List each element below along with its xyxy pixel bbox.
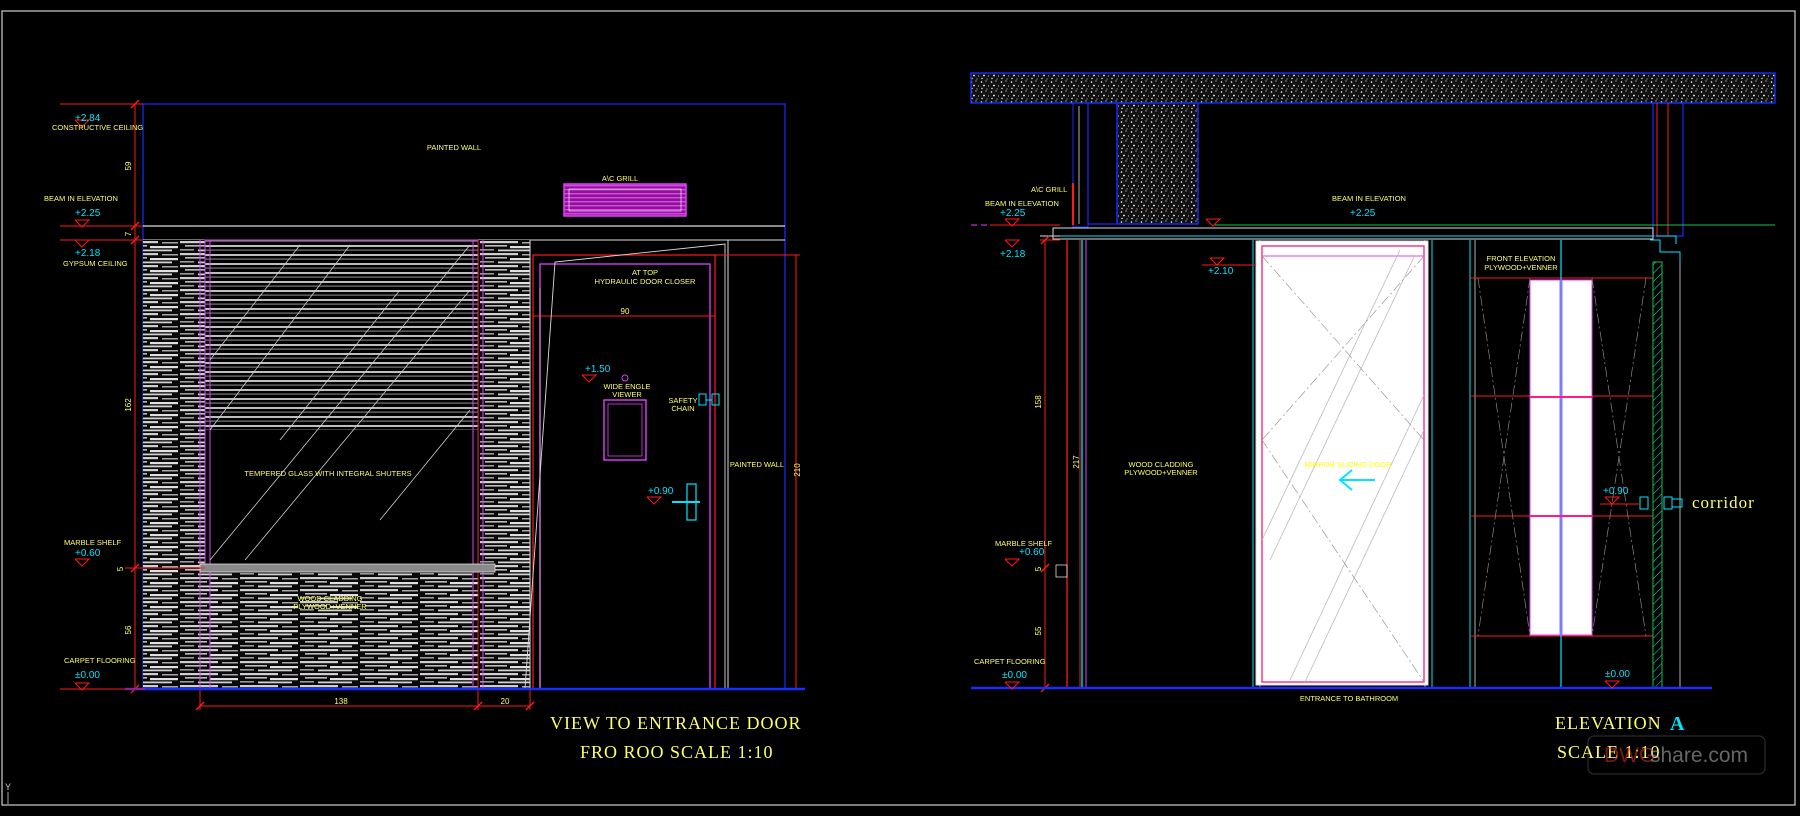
- door-leaf: [539, 263, 711, 690]
- dim-7: 7: [124, 231, 133, 236]
- right-view-title: ELEVATION: [1555, 713, 1662, 733]
- watermark-share: share.com: [1650, 744, 1748, 767]
- safety-chain-label-1: SAFETY: [668, 396, 697, 405]
- ac-grill-label: A\C GRILL: [602, 174, 638, 183]
- wood-cladding-label: WOOD CLADDING: [297, 594, 362, 603]
- safety-chain-label-2: CHAIN: [671, 404, 694, 413]
- gypsum-ceiling: [1052, 227, 1654, 240]
- beam-center-label: BEAM IN ELEVATION: [1332, 194, 1406, 203]
- right-level-gypsum-value: +2.18: [1000, 249, 1026, 260]
- dim-210: 210: [793, 463, 802, 477]
- right-level-carpet-value: ±0.00: [1002, 670, 1027, 681]
- entrance-bathroom-label: ENTRANCE TO BATHROOM: [1300, 694, 1398, 703]
- right-ac-grill-label: A\C GRILL: [1031, 185, 1067, 194]
- viewer-label-2: VIEWER: [612, 390, 642, 399]
- concrete-beam: [1116, 102, 1199, 225]
- dim-138: 138: [334, 697, 348, 706]
- handle-level: +0.90: [648, 486, 674, 497]
- right-wood-cladding-label: WOOD CLADDING: [1128, 460, 1193, 469]
- dim-5: 5: [116, 566, 125, 571]
- dim-20: 20: [501, 697, 510, 706]
- integral-shutters: [205, 240, 478, 430]
- level-beam-label: BEAM IN ELEVATION: [44, 194, 118, 203]
- mirror-sliding-door: [1255, 240, 1429, 686]
- left-view-title: VIEW TO ENTRANCE DOOR: [550, 713, 802, 733]
- wood-cladding-left: [143, 240, 205, 689]
- right-dim-5: 5: [1034, 566, 1043, 571]
- level-beam-value: +2.25: [75, 208, 101, 219]
- right-view-title-letter: A: [1670, 713, 1685, 735]
- hatched-wall: [1652, 261, 1663, 689]
- right-dim-158: 158: [1034, 395, 1043, 409]
- left-view-scale: FRO ROO SCALE 1:10: [580, 742, 774, 762]
- mirror-door-label: MIRROR SLIDING DOOR: [1304, 460, 1392, 469]
- front-elevation-sub-label: PLYWOOD+VENNER: [1484, 263, 1558, 272]
- viewer-level: +1.50: [585, 364, 611, 375]
- right-level-beam-value: +2.25: [1000, 208, 1026, 219]
- ac-grill: [563, 183, 687, 217]
- right-handle-level: +0.90: [1603, 486, 1629, 497]
- level-marble-label: MARBLE SHELF: [64, 538, 122, 547]
- dim-59: 59: [124, 161, 133, 170]
- concrete-slab: [970, 72, 1776, 104]
- door-frame: [532, 254, 716, 690]
- right-dim-217: 217: [1072, 455, 1081, 469]
- watermark: DWG share.com: [1587, 735, 1766, 775]
- level-carpet-label: CARPET FLOORING: [64, 656, 136, 665]
- wide-angle-viewer: [603, 399, 647, 461]
- marble-shelf: [199, 563, 496, 573]
- dim-162: 162: [124, 398, 133, 412]
- level-constructive-ceiling-label: CONSTRUCTIVE CEILING: [52, 123, 143, 132]
- viewer-label-1: WIDE ENGLE: [603, 382, 650, 391]
- wood-cladding-right: [478, 240, 530, 689]
- level-constructive-ceiling-value: +2.84: [75, 113, 101, 124]
- dim-90: 90: [621, 307, 630, 316]
- front-elevation-label: FRONT ELEVATION: [1487, 254, 1556, 263]
- dim-56: 56: [124, 625, 133, 634]
- level-gypsum-value: +2.18: [75, 248, 101, 259]
- left-elevation: [60, 99, 805, 711]
- right-elevation: [970, 72, 1776, 693]
- right-floor-level: ±0.00: [1605, 669, 1630, 680]
- wood-cladding-bottom: [205, 572, 478, 689]
- level-carpet-value: ±0.00: [75, 670, 100, 681]
- right-level-marble-label: MARBLE SHELF: [995, 539, 1053, 548]
- corridor-label: corridor: [1692, 493, 1755, 512]
- right-view-scale: SCALE 1:10: [1557, 742, 1661, 762]
- painted-wall-top-label: PAINTED WALL: [427, 143, 481, 152]
- drawing-frame: [1, 10, 1796, 806]
- door-closer-label-1: AT TOP: [632, 268, 658, 277]
- right-level-beam-label: BEAM IN ELEVATION: [985, 199, 1059, 208]
- door-top-level: +2.10: [1208, 266, 1234, 277]
- right-level-carpet-label: CARPET FLOORING: [974, 657, 1046, 666]
- level-marble-value: +0.60: [75, 548, 101, 559]
- ucs-y-mark: Y: [5, 782, 11, 792]
- right-wood-cladding-sub-label: PLYWOOD+VENNER: [1124, 468, 1198, 477]
- beam-center-level: +2.25: [1350, 208, 1376, 219]
- tempered-glass-label: TEMPERED GLASS WITH INTEGRAL SHUTERS: [244, 469, 411, 478]
- watermark-dwg: DWG: [1604, 744, 1655, 767]
- wood-cladding-sub-label: PLYWOOD+VENNER: [293, 602, 367, 611]
- safety-chain: [698, 393, 707, 406]
- painted-wall-side-label: PAINTED WALL: [730, 460, 784, 469]
- right-level-marble-value: +0.60: [1019, 547, 1045, 558]
- door-closer-label-2: HYDRAULIC DOOR CLOSER: [595, 277, 696, 286]
- level-gypsum-label: GYPSUM CEILING: [63, 259, 128, 268]
- right-dim-55: 55: [1034, 626, 1043, 635]
